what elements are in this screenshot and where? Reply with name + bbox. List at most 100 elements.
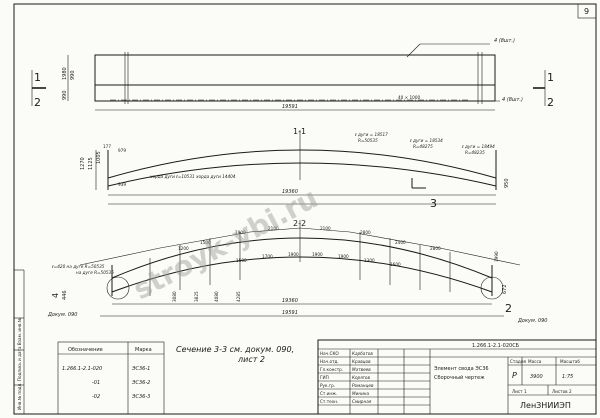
sig-row-1-name: Карбатов: [352, 351, 373, 356]
truss-span-7: 2400: [395, 240, 406, 245]
section-mark-2-left: 2: [34, 96, 41, 109]
elev-dim-177: 177: [103, 144, 111, 149]
elev-dim-979: 979: [118, 148, 126, 153]
title-sheets: Листов 2: [552, 389, 572, 394]
elevation-top-chord: [107, 149, 497, 179]
sig-row-7-name: Смирная: [352, 399, 372, 404]
title-scale-value: 1:75: [562, 374, 573, 380]
truss-doc-ref-right: Докум. 090: [517, 318, 547, 324]
page-number: 9: [584, 7, 589, 16]
elev-arc-length-2: ℓ дуги = 18534: [409, 138, 443, 143]
section-note-line-2: лист 2: [237, 355, 265, 364]
spec-header-mark: Марка: [135, 347, 152, 353]
spec-row-1-designation: 1.266.1-2.1-020: [62, 366, 102, 372]
truss-height-4: 4285: [236, 291, 241, 302]
title-doc-code: 1.266.1-2.1-020СБ: [472, 343, 520, 349]
truss-panel-5: 1900: [338, 254, 349, 259]
plan-callout-4-top: 4 (8шт.): [494, 38, 515, 44]
truss-top-chord: [111, 237, 493, 279]
truss-span-3: 1900: [235, 230, 246, 235]
elev-length: 19360: [282, 189, 298, 195]
sig-row-4-name: Корягов: [352, 375, 370, 380]
title-block: 1.266.1-2.1-020СБ Элемент свода ЭС36 Сбо…: [317, 339, 597, 415]
truss-section-2: 2: [505, 302, 512, 315]
truss-span-5: 2100: [320, 226, 331, 231]
elev-arc-length-3: ℓ дуги = 18494: [461, 144, 495, 149]
sig-row-5-name: Романцев: [352, 383, 374, 388]
page-number-box: [577, 3, 597, 19]
elev-dim-left-3: 1005: [96, 151, 102, 164]
sheet-frame: [13, 3, 597, 415]
elevation-view: 1-1 1270 1125 1005 177 979 939 хорда дуг…: [80, 127, 510, 210]
spec-row-2-designation: -01: [92, 380, 100, 386]
specification-table: Обозначение Марка 1.266.1-2.1-020 ЭС36-1…: [57, 341, 165, 415]
margin-strip-text: Инв.№ подл. Подпись и дата Взам. инв.№: [17, 317, 22, 410]
elev-dim-939: 939: [118, 182, 126, 187]
sig-row-1-role: Нач.СКО: [320, 351, 339, 356]
title-organization: ЛенЗНИИЭП: [520, 401, 571, 410]
elev-dim-left-2: 1125: [88, 157, 94, 170]
truss-panel-1: 1500: [236, 258, 247, 263]
truss-height-2: 3825: [194, 291, 199, 302]
elev-dim-left-1: 1270: [80, 157, 86, 170]
truss-elevation-view: 2-2 ℓ=420 на дуге R=50535 на дуге R=5053…: [47, 219, 547, 324]
truss-section-4: 4: [51, 293, 60, 298]
truss-span-8: 2800: [430, 246, 441, 251]
truss-dim-right: 672: [502, 284, 508, 294]
section-mark-1-right: 1: [547, 71, 554, 84]
elev-radius-2: R=48275: [413, 144, 433, 149]
title-header-scale: Масштаб: [560, 359, 580, 364]
truss-length-inner: 19360: [282, 298, 298, 304]
truss-span-6: 2800: [360, 230, 371, 235]
title-mass-value: 3900: [530, 374, 543, 380]
truss-arc-note: ℓ=420 на дуге R=50535: [51, 264, 105, 269]
title-header-stage: Стадия: [510, 359, 527, 364]
elev-radius-1: R=50535: [358, 138, 378, 143]
truss-span-4: 2100: [268, 226, 279, 231]
truss-length-outer: 19591: [282, 310, 298, 316]
sig-row-6-name: Минина: [352, 391, 370, 396]
plan-length: 19591: [282, 104, 298, 110]
sig-row-6-role: Ст.инж.: [320, 391, 337, 396]
title-header-mass: Масса: [528, 359, 542, 364]
plan-lower-band: [94, 84, 496, 102]
sig-row-5-role: Рук.гр.: [320, 383, 335, 388]
truss-height-1: 3080: [172, 291, 177, 302]
spec-row-3-designation: -02: [92, 394, 100, 400]
truss-panel-3: 1900: [288, 252, 299, 257]
plan-dim-a: 1980: [62, 67, 68, 80]
truss-chord-note: на дуге R=50535: [76, 270, 114, 275]
spec-row-2-mark: ЭС36-2: [131, 380, 150, 386]
sig-row-4-role: ГИП: [320, 375, 329, 380]
truss-bottom-chord: [111, 256, 493, 293]
sig-row-2-role: Нач.отд.: [320, 359, 339, 364]
truss-span-1: 1200: [178, 246, 189, 251]
title-stage-value: Р: [512, 371, 517, 380]
section-mark-1-left: 1: [34, 71, 41, 84]
elev-section-label: 1-1: [293, 127, 306, 136]
plan-dim-b: 990: [70, 70, 76, 80]
plan-view: 1 2 1 2 1980 990 990 4 (8шт.) 4 (8шт.) 4…: [31, 38, 554, 111]
elev-dim-right: 950: [504, 178, 510, 188]
detail-circle-right: [480, 276, 504, 300]
elev-chord-note: хорда дуги ℓ=10531 хорда дуги 14404: [149, 174, 236, 179]
truss-dim-left: 446: [62, 290, 68, 300]
truss-height-3: 4080: [214, 291, 219, 302]
truss-panel-6: 1300: [364, 258, 375, 263]
truss-panel-2: 1700: [262, 254, 273, 259]
truss-section-label: 2-2: [293, 219, 306, 228]
truss-doc-ref-left: Докум. 090: [47, 312, 77, 318]
sig-row-2-name: Кравцов: [352, 359, 371, 364]
section-mark-2-right: 2: [547, 96, 554, 109]
truss-panel-4: 1900: [312, 252, 323, 257]
spec-header-designation: Обозначение: [68, 347, 103, 353]
watermark: stroyk-ybi.ru: [128, 181, 324, 306]
truss-span-2: 1500: [200, 240, 211, 245]
elev-arc-length-1: ℓ дуги = 18517: [354, 132, 388, 137]
elevation-bottom-chord: [107, 162, 497, 187]
plan-outline: [94, 54, 496, 86]
plan-spacing-note: 40 × 1000: [398, 95, 420, 100]
plan-callout-4-bottom: 4 (8шт.): [502, 97, 523, 103]
